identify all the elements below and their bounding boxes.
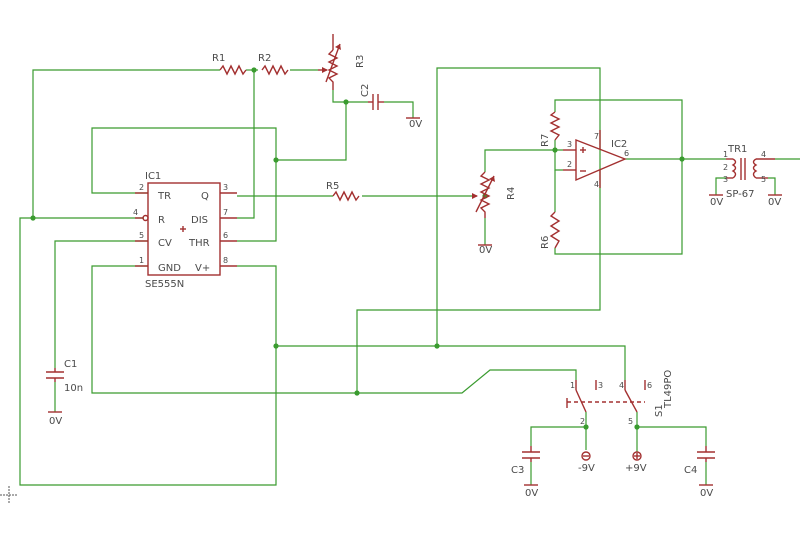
potentiometer-r4[interactable]: R4 bbox=[472, 171, 517, 218]
ic1-pin6: 6 bbox=[223, 231, 228, 240]
c2-label: C2 bbox=[360, 84, 371, 97]
negative-supply-icon bbox=[581, 451, 591, 461]
ic1-555-timer[interactable]: IC1 SE555N TR R CV GND Q DIS THR V+ 2 4 … bbox=[133, 171, 237, 290]
s1-pin1: 1 bbox=[570, 381, 575, 390]
ic1-pin-cv: CV bbox=[158, 238, 172, 249]
c1-label: C1 bbox=[64, 359, 77, 370]
ic2-pin2: 2 bbox=[567, 160, 572, 169]
ic1-pin-q: Q bbox=[201, 191, 209, 202]
ic1-pin2: 2 bbox=[139, 183, 144, 192]
s1-pin2: 2 bbox=[580, 417, 585, 426]
gnd-label-c3: 0V bbox=[525, 488, 538, 499]
r7-label: R7 bbox=[540, 134, 551, 147]
ic2-pin7: 7 bbox=[594, 132, 599, 141]
capacitor-c3[interactable]: C3 bbox=[511, 446, 540, 476]
gnd-label-tr1a: 0V bbox=[710, 197, 723, 208]
ic1-pin4: 4 bbox=[133, 208, 138, 217]
ic1-pin-dis: DIS bbox=[191, 215, 208, 226]
capacitor-c1[interactable]: C1 10n bbox=[46, 359, 83, 394]
tr1-pin5: 5 bbox=[761, 175, 766, 184]
ic1-pin-vplus: V+ bbox=[195, 263, 210, 274]
tr1-pin1: 1 bbox=[723, 150, 728, 159]
r1-label: R1 bbox=[212, 53, 225, 64]
resistor-r7[interactable]: R7 bbox=[540, 111, 561, 147]
tr1-pin2: 2 bbox=[723, 163, 728, 172]
ic1-pin3: 3 bbox=[223, 183, 228, 192]
ic1-label: IC1 bbox=[145, 171, 161, 182]
resistor-r5[interactable]: R5 bbox=[326, 181, 360, 202]
c4-label: C4 bbox=[684, 465, 697, 476]
ic1-pin1: 1 bbox=[139, 256, 144, 265]
supply-symbols: 0V 0V 0V 0V 0V 0V 0V -9V +9V bbox=[48, 117, 782, 499]
r3-label: R3 bbox=[355, 55, 366, 68]
ic1-pin5: 5 bbox=[139, 231, 144, 240]
gnd-label-r4: 0V bbox=[479, 245, 492, 256]
ic1-pin-r: R bbox=[158, 215, 165, 226]
ic2-opamp[interactable]: IC2 3 2 7 4 6 bbox=[563, 130, 629, 189]
potentiometer-r3[interactable]: R3 bbox=[318, 34, 366, 90]
wires bbox=[19, 67, 800, 486]
s1-value: TL49PO bbox=[663, 370, 674, 409]
tr1-pin3: 3 bbox=[723, 175, 728, 184]
tr1-label: TR1 bbox=[727, 144, 747, 155]
ic1-pin7: 7 bbox=[223, 208, 228, 217]
origin-crosshair-icon bbox=[0, 486, 18, 504]
pos-supply-label: +9V bbox=[625, 463, 647, 474]
c1-value: 10n bbox=[64, 383, 83, 394]
c3-label: C3 bbox=[511, 465, 524, 476]
r5-label: R5 bbox=[326, 181, 339, 192]
positive-supply-icon bbox=[632, 451, 642, 461]
capacitor-c2[interactable]: C2 bbox=[360, 84, 384, 110]
s1-pin6: 6 bbox=[647, 381, 652, 390]
capacitor-c4[interactable]: C4 bbox=[684, 446, 715, 476]
tr1-pin4: 4 bbox=[761, 150, 766, 159]
ic1-pin8: 8 bbox=[223, 256, 228, 265]
resistor-r6[interactable]: R6 bbox=[540, 211, 561, 249]
resistor-r1[interactable]: R1 bbox=[212, 53, 247, 76]
r4-label: R4 bbox=[506, 187, 517, 200]
tr1-value: SP-67 bbox=[726, 189, 755, 200]
ic2-pin3: 3 bbox=[567, 140, 572, 149]
ic1-pin-tr: TR bbox=[157, 191, 171, 202]
s1-pin3: 3 bbox=[598, 381, 603, 390]
ic2-label: IC2 bbox=[611, 139, 627, 150]
ic2-pin6: 6 bbox=[624, 149, 629, 158]
ic1-pin-gnd: GND bbox=[158, 263, 181, 274]
gnd-label-c1: 0V bbox=[49, 416, 62, 427]
resistor-r2[interactable]: R2 bbox=[258, 53, 289, 76]
switch-s1[interactable]: 1 3 4 6 2 5 S1 TL49PO bbox=[566, 370, 674, 426]
gnd-label-c2: 0V bbox=[409, 119, 422, 130]
s1-label: S1 bbox=[654, 404, 665, 417]
ic1-pin-thr: THR bbox=[188, 238, 210, 249]
ic1-value: SE555N bbox=[145, 279, 184, 290]
transformer-tr1[interactable]: TR1 SP-67 1 2 3 4 5 bbox=[723, 144, 775, 200]
ic2-pin4: 4 bbox=[594, 180, 599, 189]
s1-pin5: 5 bbox=[628, 417, 633, 426]
r2-label: R2 bbox=[258, 53, 271, 64]
gnd-label-tr1b: 0V bbox=[768, 197, 781, 208]
gnd-label-c4: 0V bbox=[700, 488, 713, 499]
neg-supply-label: -9V bbox=[578, 463, 595, 474]
r6-label: R6 bbox=[540, 236, 551, 249]
s1-pin4: 4 bbox=[619, 381, 624, 390]
